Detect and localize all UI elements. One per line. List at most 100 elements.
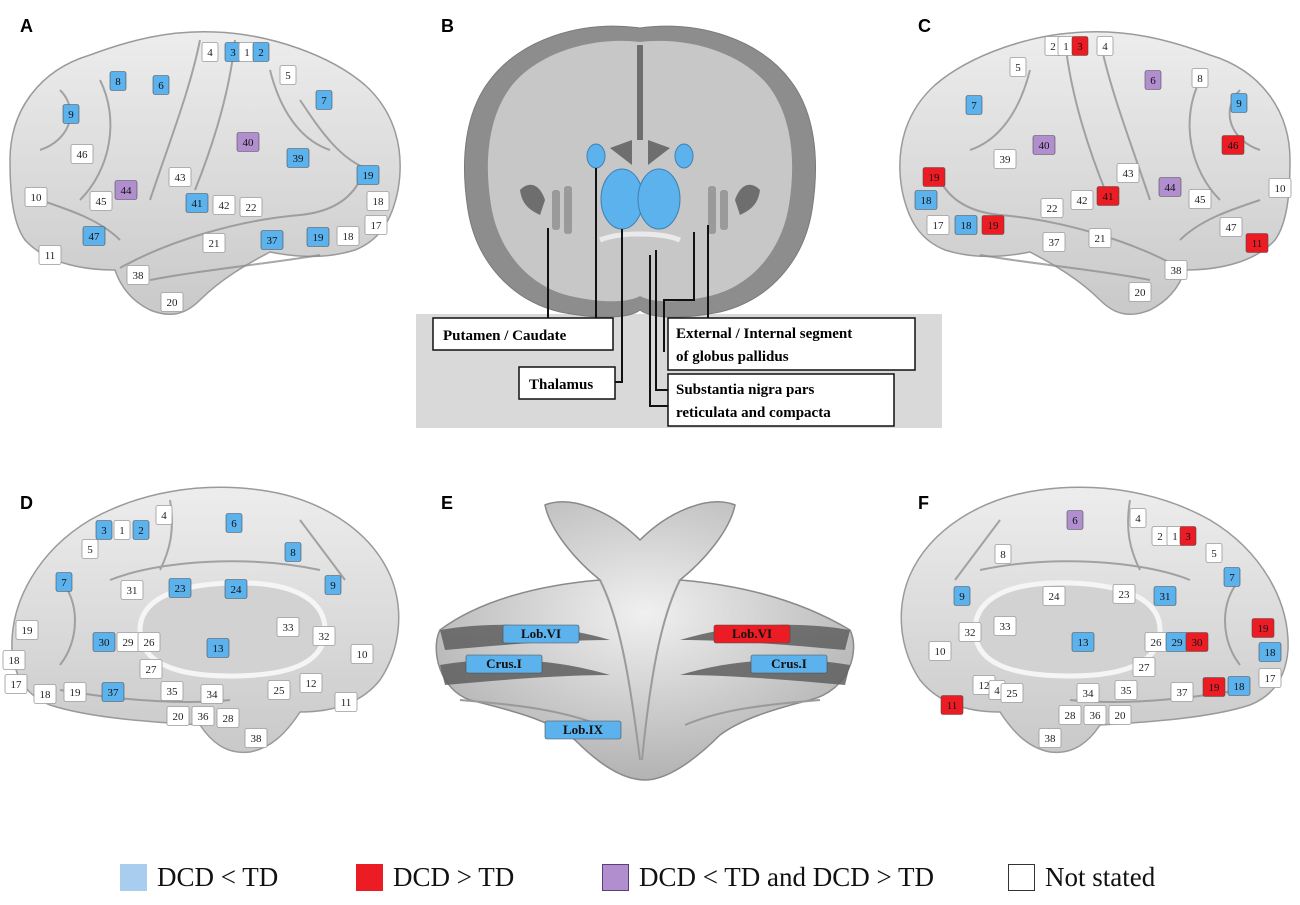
brainc-area-label-box <box>1245 233 1269 253</box>
brainf-area-label-box <box>1114 680 1138 700</box>
braind-area-label: 8 <box>290 547 296 559</box>
braina-area-label-box <box>356 165 380 185</box>
braind-area-label-box <box>350 644 374 664</box>
brainf-area-label: 6 <box>1072 515 1078 527</box>
braind-area-label: 24 <box>231 584 243 596</box>
braind-area-label-box <box>299 673 323 693</box>
braind-area-label: 30 <box>99 637 111 649</box>
braind-area-label: 28 <box>223 713 235 725</box>
brainc-area-label-box <box>1096 186 1120 206</box>
brainf-area-label: 38 <box>1045 733 1057 745</box>
brainf-area-label: 4 <box>994 685 1000 697</box>
braind-area-label: 18 <box>40 689 52 701</box>
cerebellum-lobule-label: Lob.IX <box>563 722 604 737</box>
globus-pallidus-box <box>667 317 916 371</box>
brainf-area-label: 9 <box>959 591 965 603</box>
brainc-area-label: 2 <box>1050 41 1056 53</box>
brainc-area-label: 39 <box>1000 154 1012 166</box>
brainf-area-label: 10 <box>935 646 947 658</box>
braind-area-label-box <box>225 513 243 533</box>
braind-area-label: 32 <box>319 631 330 643</box>
braind-area-label: 23 <box>175 583 187 595</box>
brainc-area-label-box <box>1032 135 1056 155</box>
braina-area-label-box <box>279 65 297 85</box>
braind-area-label-box <box>206 638 230 658</box>
braina-area-label-box <box>38 245 62 265</box>
brainc-area-label-box <box>1088 228 1112 248</box>
braina-area-label: 41 <box>192 198 203 210</box>
braind-area-label: 36 <box>198 711 210 723</box>
braina-area-label: 38 <box>133 270 145 282</box>
braina-area-label: 40 <box>243 137 255 149</box>
braina-area-label: 42 <box>219 200 230 212</box>
brainf-area-label: 11 <box>947 700 958 712</box>
cerebellum-view <box>435 501 855 781</box>
brainf-area-label-box <box>1258 668 1282 688</box>
legend-item: DCD > TD <box>356 862 514 893</box>
brainf-area-label-box <box>1066 510 1084 530</box>
braind-area-label-box <box>324 575 342 595</box>
brainc-area-label: 5 <box>1015 62 1021 74</box>
braina-area-label: 8 <box>115 76 121 88</box>
brainc-area-label-box <box>914 190 938 210</box>
brainf-area-label-box <box>1071 632 1095 652</box>
legend-label: Not stated <box>1045 862 1156 892</box>
substantia-nigra-label-2: reticulata and compacta <box>676 405 831 421</box>
brainc-area-label: 22 <box>1047 203 1058 215</box>
brainc-area-label: 11 <box>1252 238 1263 250</box>
braind-area-label-box <box>334 692 358 712</box>
brainf-area-label: 18 <box>1234 681 1246 693</box>
brainc-area-label: 7 <box>971 100 977 112</box>
legend-label: DCD < TD and DCD > TD <box>639 862 934 892</box>
brainf-area-label: 27 <box>1139 662 1151 674</box>
braina-area-label: 22 <box>246 202 257 214</box>
braind-area-label: 5 <box>87 544 93 556</box>
braind-area-label-box <box>312 626 336 646</box>
braind-area-label-box <box>224 579 248 599</box>
brainf-area-label: 17 <box>1265 673 1277 685</box>
brainf-area-label-box <box>940 695 964 715</box>
brainf-area-label-box <box>994 544 1012 564</box>
brainc-area-label: 4 <box>1102 41 1108 53</box>
braina-area-label: 5 <box>285 70 291 82</box>
braina-area-label: 11 <box>45 250 56 262</box>
brainc-area-label: 37 <box>1049 237 1061 249</box>
braind-area-label: 6 <box>231 518 237 530</box>
brainc-area-label: 47 <box>1226 222 1238 234</box>
braind-area-label: 18 <box>9 655 21 667</box>
brain-lateral-right <box>899 30 1291 316</box>
brainc-area-label: 38 <box>1171 265 1183 277</box>
cerebellum-lobule-label-box <box>544 720 622 740</box>
brainc-area-label: 18 <box>921 195 933 207</box>
brainf-area-label: 24 <box>1049 591 1061 603</box>
brainc-area-label-box <box>1070 190 1094 210</box>
braina-area-label-box <box>306 227 330 247</box>
braina-area-label-box <box>152 75 170 95</box>
braina-area-label-box <box>236 132 260 152</box>
brainf-area-label-box <box>1132 657 1156 677</box>
braina-area-label: 9 <box>68 109 74 121</box>
braina-area-label: 45 <box>96 196 108 208</box>
braind-area-label-box <box>200 684 224 704</box>
brainf-area-label: 32 <box>965 627 976 639</box>
braind-area-label-box <box>244 728 268 748</box>
brain-lateral-left <box>9 30 401 316</box>
thalamus-label: Thalamus <box>529 377 593 393</box>
brainf-area-label: 13 <box>1078 637 1090 649</box>
braina-area-label-box <box>336 226 360 246</box>
brainc-area-label-box <box>1009 57 1027 77</box>
legend-item: Not stated <box>1008 862 1155 893</box>
braina-area-label-box <box>239 197 263 217</box>
brainc-area-label-box <box>965 95 983 115</box>
braina-area-label: 46 <box>77 149 89 161</box>
braina-area-label: 6 <box>158 80 164 92</box>
cerebellum-lobule-label: Crus.I <box>486 656 522 671</box>
braind-area-label: 37 <box>108 687 120 699</box>
brainc-area-label: 1 <box>1063 41 1069 53</box>
braina-area-label: 21 <box>209 238 220 250</box>
brainc-area-label: 3 <box>1077 41 1083 53</box>
braina-area-label: 10 <box>31 192 43 204</box>
